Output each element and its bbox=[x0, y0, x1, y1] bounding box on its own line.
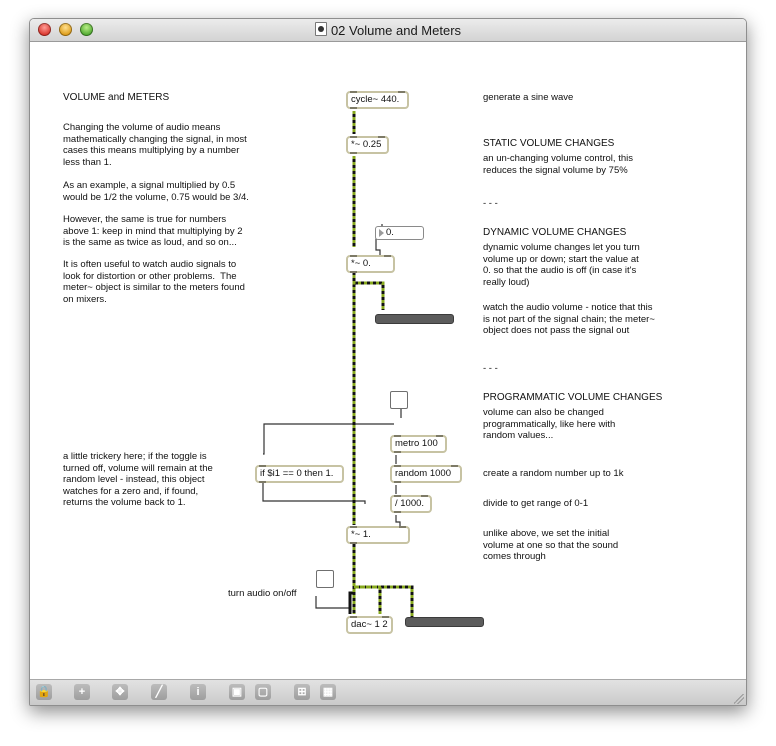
bring-to-front-icon[interactable]: ▣ bbox=[229, 684, 245, 700]
window-title-area: 02 Volume and Meters bbox=[30, 22, 746, 38]
patcher-toolbar: 🔒 + ✥ ╱ i ▣ ▢ ⊞ ▦ bbox=[30, 679, 746, 705]
divide-note-comment: divide to get range of 0-1 bbox=[483, 498, 589, 509]
cord-mul-prog-meter2 bbox=[354, 585, 414, 618]
cycle-object-label: cycle~ 440. bbox=[351, 94, 400, 105]
document-icon bbox=[314, 22, 327, 36]
static-heading-comment: STATIC VOLUME CHANGES bbox=[483, 138, 615, 149]
dac-object[interactable]: dac~ 1 2 bbox=[346, 616, 393, 634]
divide-label: / 1000. bbox=[395, 498, 425, 509]
close-window-icon[interactable] bbox=[38, 23, 51, 36]
send-to-back-icon[interactable]: ▢ bbox=[255, 684, 271, 700]
meter-1 bbox=[375, 314, 454, 324]
presentation-icon[interactable]: ╱ bbox=[151, 684, 167, 700]
zoom-window-icon[interactable] bbox=[80, 23, 93, 36]
trickery-comment: a little trickery here; if the toggle is… bbox=[63, 451, 213, 509]
separator-comment-2: - - - bbox=[483, 363, 498, 374]
dynamic-heading-comment: DYNAMIC VOLUME CHANGES bbox=[483, 227, 627, 238]
audio-toggle[interactable] bbox=[316, 570, 334, 588]
volume-number-box[interactable]: 0. bbox=[375, 226, 424, 240]
however-comment: However, the same is true for numbers ab… bbox=[63, 214, 243, 249]
random-label: random 1000 bbox=[395, 468, 451, 479]
random-toggle[interactable] bbox=[390, 391, 408, 409]
dynamic-body-comment: dynamic volume changes let you turn volu… bbox=[483, 242, 640, 288]
dac-label: dac~ 1 2 bbox=[351, 619, 388, 630]
cycle-object[interactable]: cycle~ 440. bbox=[346, 91, 409, 109]
metro-label: metro 100 bbox=[395, 438, 438, 449]
signal-cords bbox=[352, 111, 414, 618]
patch-cords bbox=[262, 111, 414, 618]
window-title: 02 Volume and Meters bbox=[330, 23, 462, 38]
static-body-comment: an un-changing volume control, this redu… bbox=[483, 153, 633, 176]
cord-toggle-dac bbox=[315, 596, 351, 614]
intro-comment: Changing the volume of audio means mathe… bbox=[63, 122, 247, 168]
mul-static-object[interactable]: *~ 0.25 bbox=[346, 136, 389, 154]
mul-prog-object[interactable]: *~ 1. bbox=[346, 526, 410, 544]
volume-number-value: 0. bbox=[386, 227, 394, 238]
cord-mul-dynamic-meter bbox=[352, 269, 385, 310]
programmatic-body-comment: volume can also be changed programmatica… bbox=[483, 407, 616, 442]
grid-icon[interactable]: ⊞ bbox=[294, 684, 310, 700]
heading-comment: VOLUME and METERS bbox=[63, 92, 170, 103]
watch-comment: watch the audio volume - notice that thi… bbox=[483, 302, 655, 337]
if-label: if $i1 == 0 then 1. bbox=[260, 468, 334, 479]
mul-prog-label: *~ 1. bbox=[351, 529, 371, 540]
patch-canvas[interactable]: VOLUME and METERS Changing the volume of… bbox=[30, 42, 746, 679]
metro-object[interactable]: metro 100 bbox=[390, 435, 447, 453]
separator-comment-1: - - - bbox=[483, 198, 498, 209]
cord-divide-mul bbox=[395, 515, 401, 526]
cord-mul-prog-dac-right bbox=[352, 541, 382, 614]
mul-dynamic-object[interactable]: *~ 0. bbox=[346, 255, 395, 273]
info-icon[interactable]: i bbox=[190, 684, 206, 700]
if-object[interactable]: if $i1 == 0 then 1. bbox=[255, 465, 344, 483]
resize-grip-icon[interactable] bbox=[734, 694, 744, 704]
move-icon[interactable]: ✥ bbox=[112, 684, 128, 700]
mul-static-label: *~ 0.25 bbox=[351, 139, 382, 150]
generate-comment: generate a sine wave bbox=[483, 92, 574, 103]
patcher-window: 02 Volume and Meters bbox=[29, 18, 747, 706]
unlike-comment: unlike above, we set the initial volume … bbox=[483, 528, 619, 563]
meter-2 bbox=[405, 617, 484, 627]
example-comment: As an example, a signal multiplied by 0.… bbox=[63, 180, 249, 203]
programmatic-heading-comment: PROGRAMMATIC VOLUME CHANGES bbox=[483, 392, 663, 403]
cord-toggle-if bbox=[263, 423, 394, 455]
meters-comment: It is often useful to watch audio signal… bbox=[63, 259, 245, 305]
random-note-comment: create a random number up to 1k bbox=[483, 468, 624, 479]
snap-to-grid-icon[interactable]: ▦ bbox=[320, 684, 336, 700]
title-bar[interactable]: 02 Volume and Meters bbox=[30, 19, 746, 42]
add-object-icon[interactable]: + bbox=[74, 684, 90, 700]
lock-icon[interactable]: 🔒 bbox=[36, 684, 52, 700]
mul-dynamic-label: *~ 0. bbox=[351, 258, 371, 269]
divide-object[interactable]: / 1000. bbox=[390, 495, 432, 513]
turn-audio-comment: turn audio on/off bbox=[228, 588, 297, 599]
random-object[interactable]: random 1000 bbox=[390, 465, 462, 483]
minimize-window-icon[interactable] bbox=[59, 23, 72, 36]
cord-if-mul bbox=[262, 479, 366, 504]
